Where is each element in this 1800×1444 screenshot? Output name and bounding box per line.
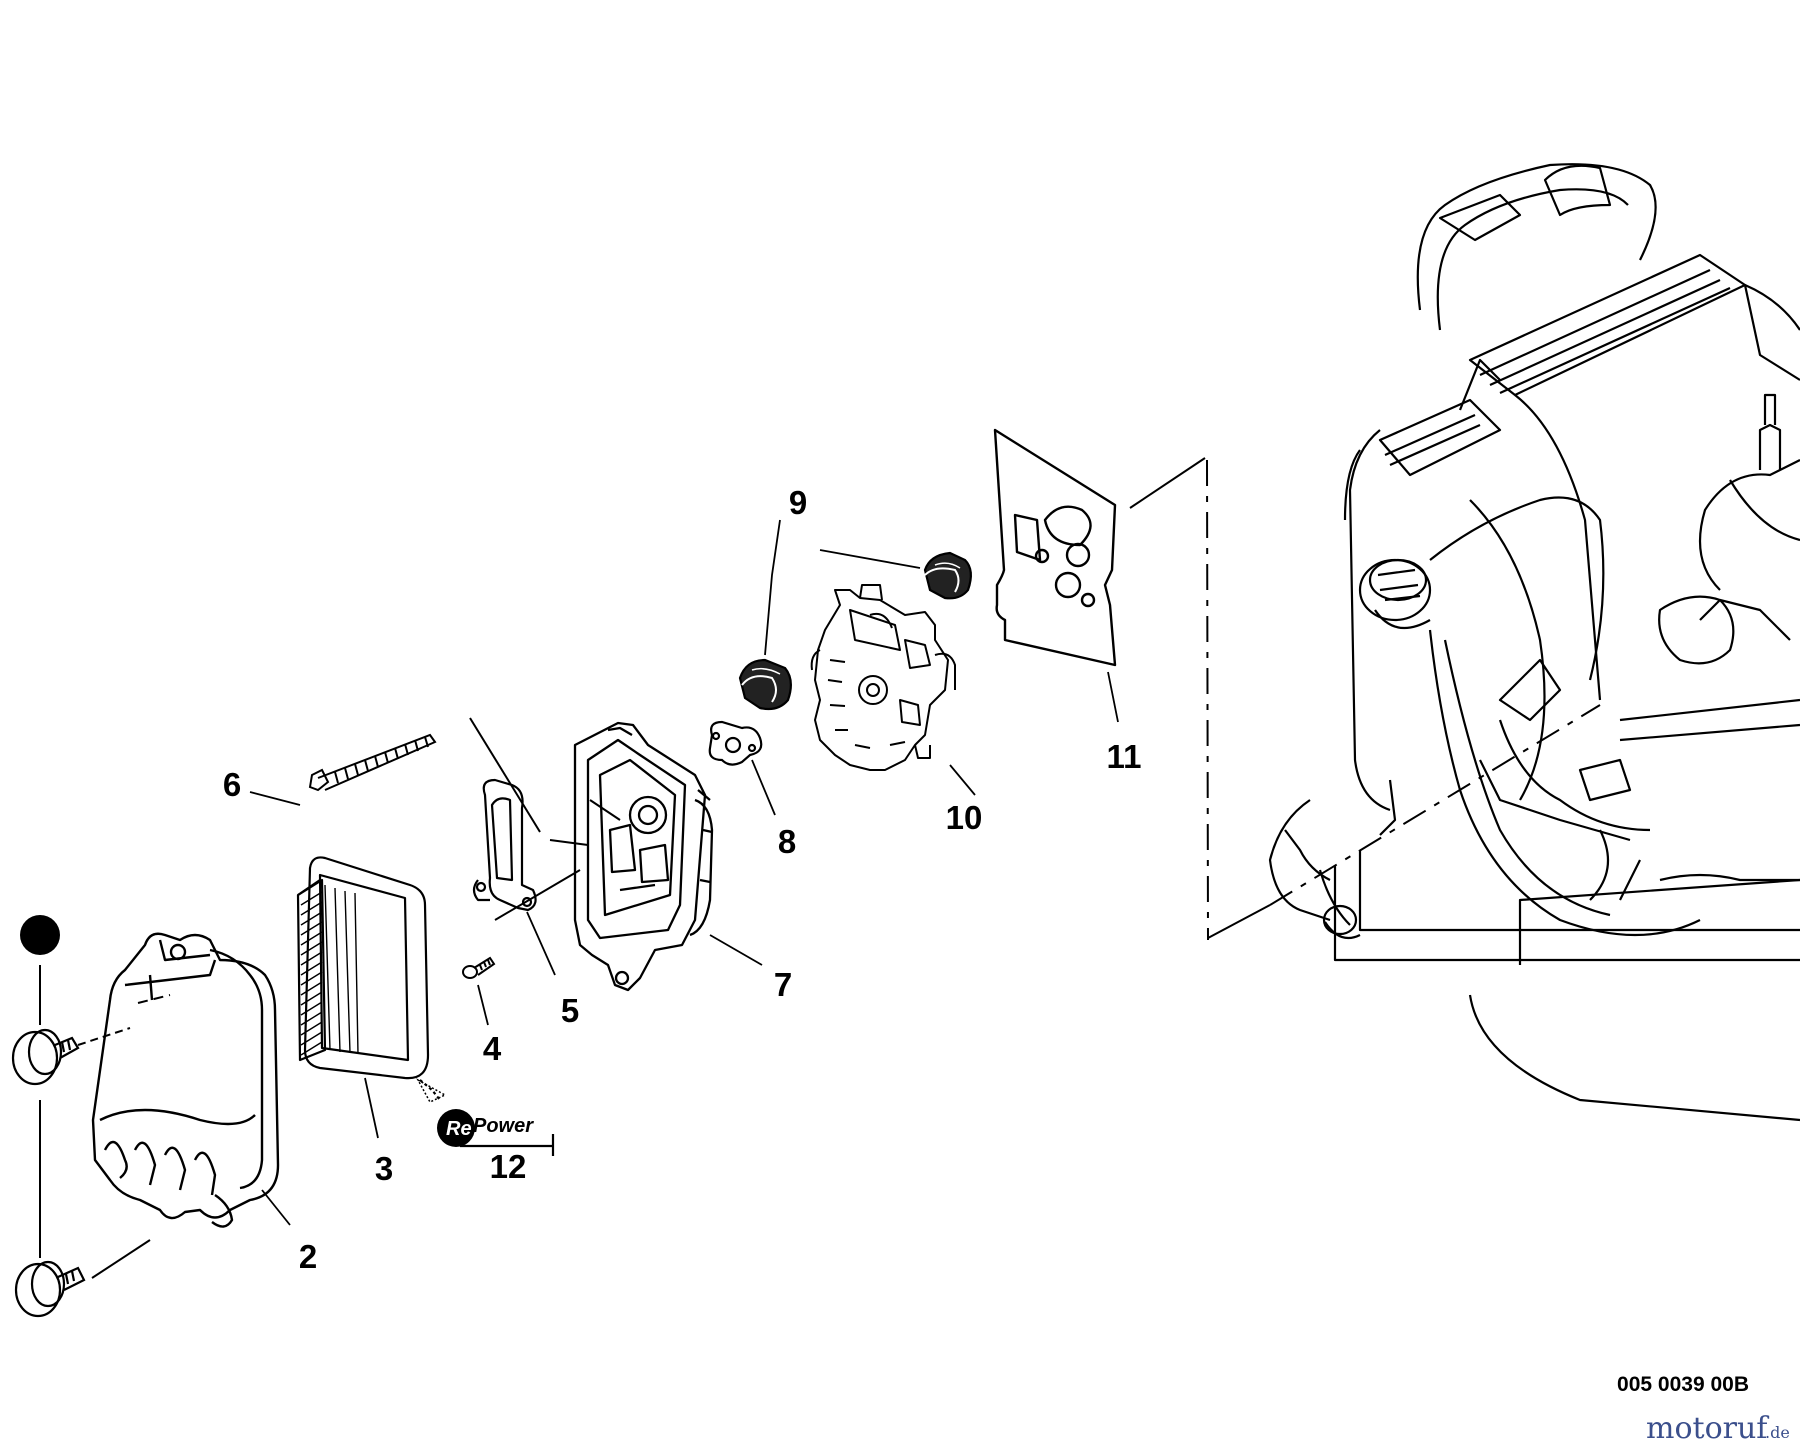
watermark-main: motoruf (1646, 1411, 1769, 1444)
callout-2: 2 (299, 1238, 317, 1275)
cover-part-5 (472, 778, 537, 912)
callout-3: 3 (375, 1150, 393, 1187)
callout-1-badge (20, 915, 60, 955)
watermark: motoruf .de (1646, 1411, 1790, 1444)
carburetor-part-10 (810, 584, 956, 771)
callout-leaders (249, 519, 1119, 1226)
gasket-part-8 (708, 720, 763, 766)
assembly-leader-lines (91, 457, 1601, 1279)
watermark-suffix: .de (1765, 1423, 1790, 1442)
knob-upper (11, 1028, 80, 1086)
callout-11: 11 (1107, 738, 1142, 775)
callout-8: 8 (778, 823, 796, 860)
callout-12: 12 (490, 1148, 527, 1185)
engine-assembly (1268, 163, 1800, 1122)
badge-suffix: Power (473, 1115, 534, 1137)
insulator-sleeve-upper (923, 551, 972, 600)
callout-labels: 1 2 3 4 5 6 7 8 9 10 11 12 (20, 484, 1141, 1275)
fuel-cap (1358, 558, 1432, 630)
knob-leader-lines (39, 965, 131, 1258)
badge-prefix: Re (446, 1118, 472, 1140)
callout-4: 4 (483, 1030, 502, 1067)
callout-6: 6 (223, 766, 241, 803)
callout-9: 9 (789, 484, 807, 521)
callout-10: 10 (946, 799, 983, 836)
insulator-sleeve-lower (738, 658, 792, 711)
gasket-part-11 (993, 428, 1117, 667)
repower-badge: Re Power (437, 1109, 555, 1156)
filter-base-part-7 (573, 721, 714, 992)
callout-1: 1 (32, 920, 49, 953)
long-screw-part-6 (308, 733, 437, 792)
filter-cover-part-2 (91, 932, 280, 1228)
drawing-number: 005 0039 00B (1617, 1373, 1749, 1396)
callout-5: 5 (561, 992, 579, 1029)
small-screw-part-4 (462, 956, 496, 979)
air-filter-part-3 (296, 856, 441, 1101)
callout-7: 7 (774, 966, 792, 1003)
knob-lower (14, 1260, 86, 1318)
